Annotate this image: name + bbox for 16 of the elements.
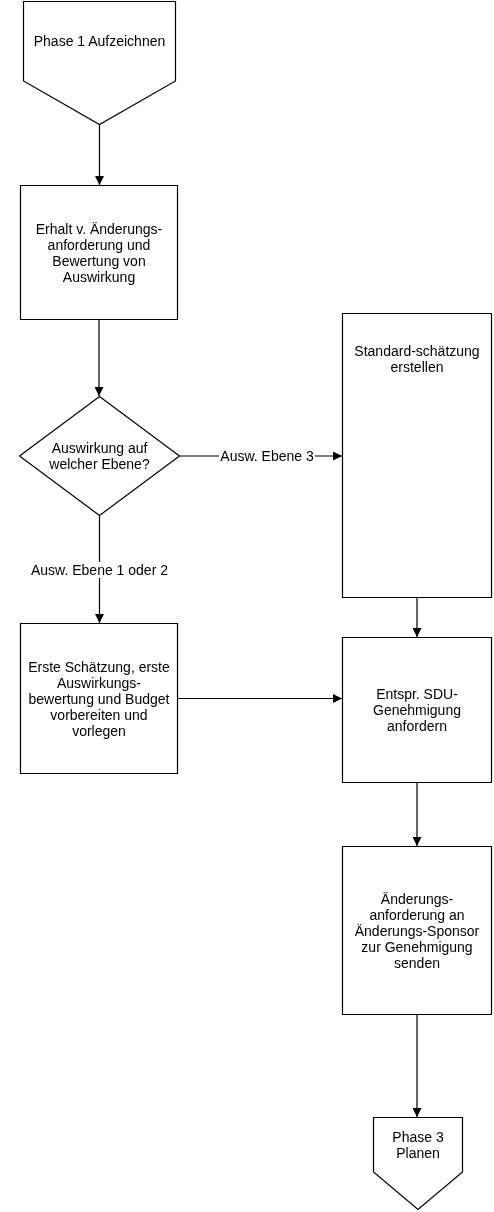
- arrow: [412, 782, 422, 847]
- node-text: Auswirkung auf welcher Ebene?: [49, 440, 150, 472]
- node-text: Entspr. SDU-Genehmigung anfordern: [372, 686, 462, 734]
- arrow: [95, 124, 104, 186]
- node-text: Standard-schätzung erstellen: [353, 343, 481, 375]
- arrow: [412, 597, 422, 638]
- node-text: Änderungs-anforderung an Änderungs-Sponsor zur Genehmigung senden: [353, 890, 481, 971]
- node-text: Phase 3 Planen: [391, 1128, 445, 1161]
- node-text: Erhalt v. Änderungs-anforderung und Bewertung von Auswirkung: [34, 220, 164, 285]
- node-text: Phase 1 Aufzeichnen: [32, 33, 167, 49]
- arrow: [94, 319, 104, 397]
- node-text: Erste Schätzung, erste Auswirkungs-bewertung und Budget vorbereiten und vorlegen: [27, 658, 171, 739]
- arrow: [177, 694, 343, 703]
- edge-label: Ausw. Ebene 3: [219, 448, 315, 464]
- arrow: [412, 1014, 422, 1118]
- edge-label: Ausw. Ebene 1 oder 2: [30, 561, 169, 578]
